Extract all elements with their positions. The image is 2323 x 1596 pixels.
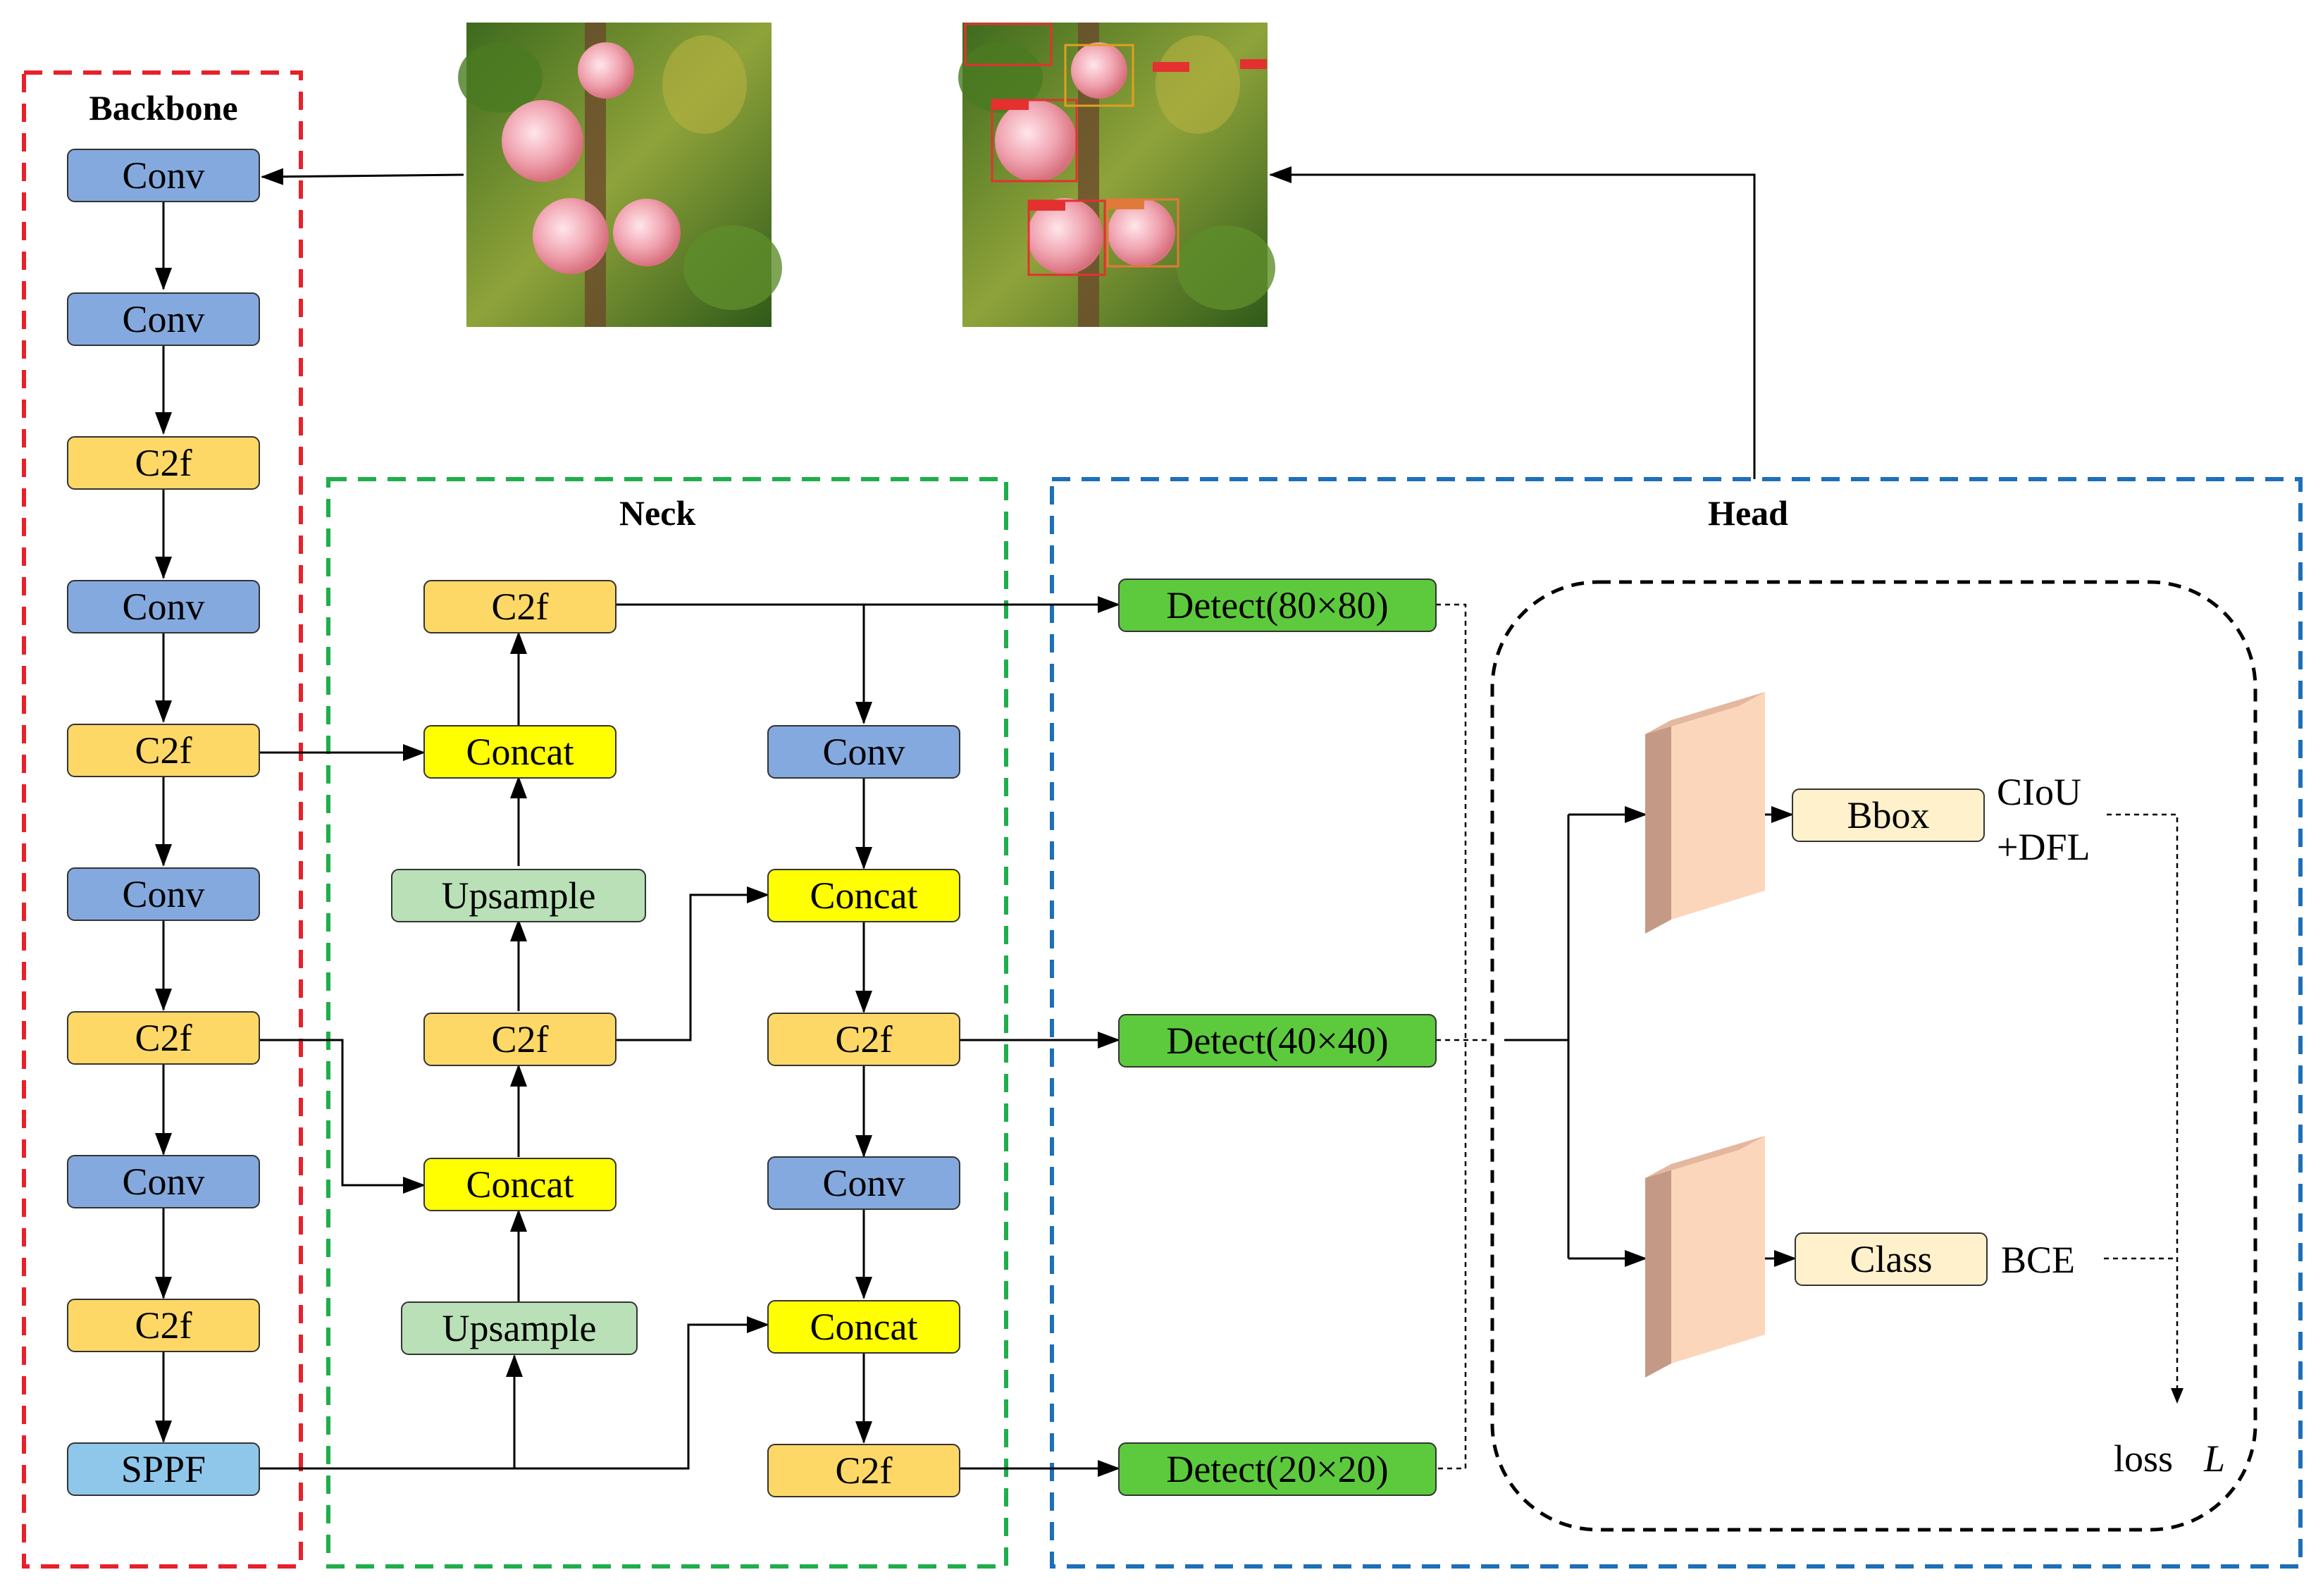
neck-left-c2f-3-box: [423, 1013, 617, 1066]
head-class-box: [1795, 1232, 1988, 1286]
neck-right-conv-3-box: [767, 1156, 960, 1210]
loss-word: loss: [2114, 1437, 2173, 1480]
bbox-loss-dfl: +DFL: [1997, 826, 2090, 868]
detect-2-box: [1118, 1442, 1437, 1496]
backbone-conv-5-label: Conv: [122, 873, 204, 915]
head-title: Head: [1708, 493, 1788, 533]
loss-symbol: L: [2203, 1437, 2225, 1480]
neck-left-c2f-0-label: C2f: [492, 586, 549, 628]
head-detail-frame: [1490, 580, 2257, 1532]
neck-right-conv-3-label: Conv: [822, 1162, 905, 1204]
neck-left-c2f-0-box: [423, 580, 617, 633]
head-bbox-box: [1792, 788, 1985, 842]
backbone-conv-1-label: Conv: [122, 298, 204, 340]
detect-1-box: [1118, 1014, 1437, 1068]
connections: [155, 166, 2183, 1477]
head-bbox-label: Bbox: [1847, 794, 1929, 836]
neck-left-upsample-5-box: [401, 1301, 638, 1355]
neck-left-upsample-5-label: Upsample: [442, 1307, 597, 1349]
neck-right-c2f-5-box: [767, 1444, 960, 1497]
backbone-frame: [22, 70, 303, 1569]
backbone-conv-1-box: [67, 292, 260, 346]
neck-left-concat-4-box: [423, 1158, 617, 1211]
neck-frame: [326, 477, 1008, 1569]
backbone-conv-3-label: Conv: [122, 586, 204, 628]
neck-left-concat-4-label: Concat: [466, 1163, 574, 1206]
backbone-c2f-6-box: [67, 1011, 260, 1065]
neck-right-c2f-5-label: C2f: [836, 1449, 893, 1492]
neck-left-upsample-2-label: Upsample: [442, 874, 596, 917]
backbone-c2f-2-label: C2f: [135, 442, 192, 484]
neck-left-concat-1-label: Concat: [466, 731, 574, 773]
head-to-output-arrow: [1269, 166, 1756, 479]
input-to-conv-arrow: [261, 168, 464, 185]
backbone-conv-3-box: [67, 580, 260, 633]
neck-right-c2f-2-label: C2f: [836, 1018, 893, 1060]
backbone-c2f-4-box: [67, 724, 260, 777]
output-image: [958, 23, 1275, 327]
p4-to-concat-arrow: [259, 1039, 426, 1194]
input-image: [458, 23, 782, 327]
detect-0-label: Detect(80×80): [1166, 584, 1388, 626]
neck-right-conv-0-label: Conv: [822, 731, 905, 773]
detect-0-box: [1118, 579, 1437, 632]
neck-right-concat-1-box: [767, 869, 960, 922]
neck-left-upsample-2-box: [391, 869, 646, 922]
backbone-title: Backbone: [89, 88, 237, 128]
neck-left-c2f-3-label: C2f: [492, 1018, 549, 1060]
neck-right-conv-0-box: [767, 725, 960, 779]
backbone-conv-0-label: Conv: [122, 154, 204, 197]
neck-title: Neck: [619, 493, 695, 533]
detect-dotted-bus: [1436, 603, 1467, 1470]
head-frame: [1050, 477, 2303, 1569]
backbone-c2f-4-label: C2f: [135, 729, 192, 772]
sppf-to-concat-arrow: [259, 1316, 769, 1470]
backbone-c2f-2-box: [67, 436, 260, 490]
backbone-sppf-9-label: SPPF: [121, 1448, 206, 1490]
head-class-label: Class: [1850, 1238, 1932, 1280]
neck-left-concat-1-box: [423, 725, 617, 779]
backbone-conv-7-label: Conv: [122, 1161, 204, 1203]
mid-c2f-to-concat-arrow: [614, 886, 769, 1041]
class-loss-bce: BCE: [2001, 1239, 2075, 1281]
detect-1-label: Detect(40×40): [1166, 1020, 1388, 1062]
backbone-c2f-8-label: C2f: [135, 1304, 192, 1347]
backbone-sppf-9-box: [67, 1442, 260, 1496]
backbone-c2f-8-box: [67, 1299, 260, 1352]
backbone-conv-0-box: [67, 149, 260, 202]
neck-right-concat-4-label: Concat: [810, 1306, 918, 1348]
bbox-loss-path: [2107, 813, 2183, 1404]
feature-map-bbox: [1645, 692, 1765, 934]
backbone-conv-5-box: [67, 867, 260, 921]
backbone-conv-7-box: [67, 1155, 260, 1208]
backbone-c2f-6-label: C2f: [135, 1017, 192, 1059]
bbox-loss-ciou: CIoU: [1997, 771, 2081, 813]
neck-right-c2f-2-box: [767, 1013, 960, 1066]
feature-map-class: [1645, 1136, 1765, 1378]
neck-right-concat-1-label: Concat: [810, 874, 918, 917]
detect-2-label: Detect(20×20): [1166, 1448, 1388, 1490]
neck-right-concat-4-box: [767, 1300, 960, 1354]
